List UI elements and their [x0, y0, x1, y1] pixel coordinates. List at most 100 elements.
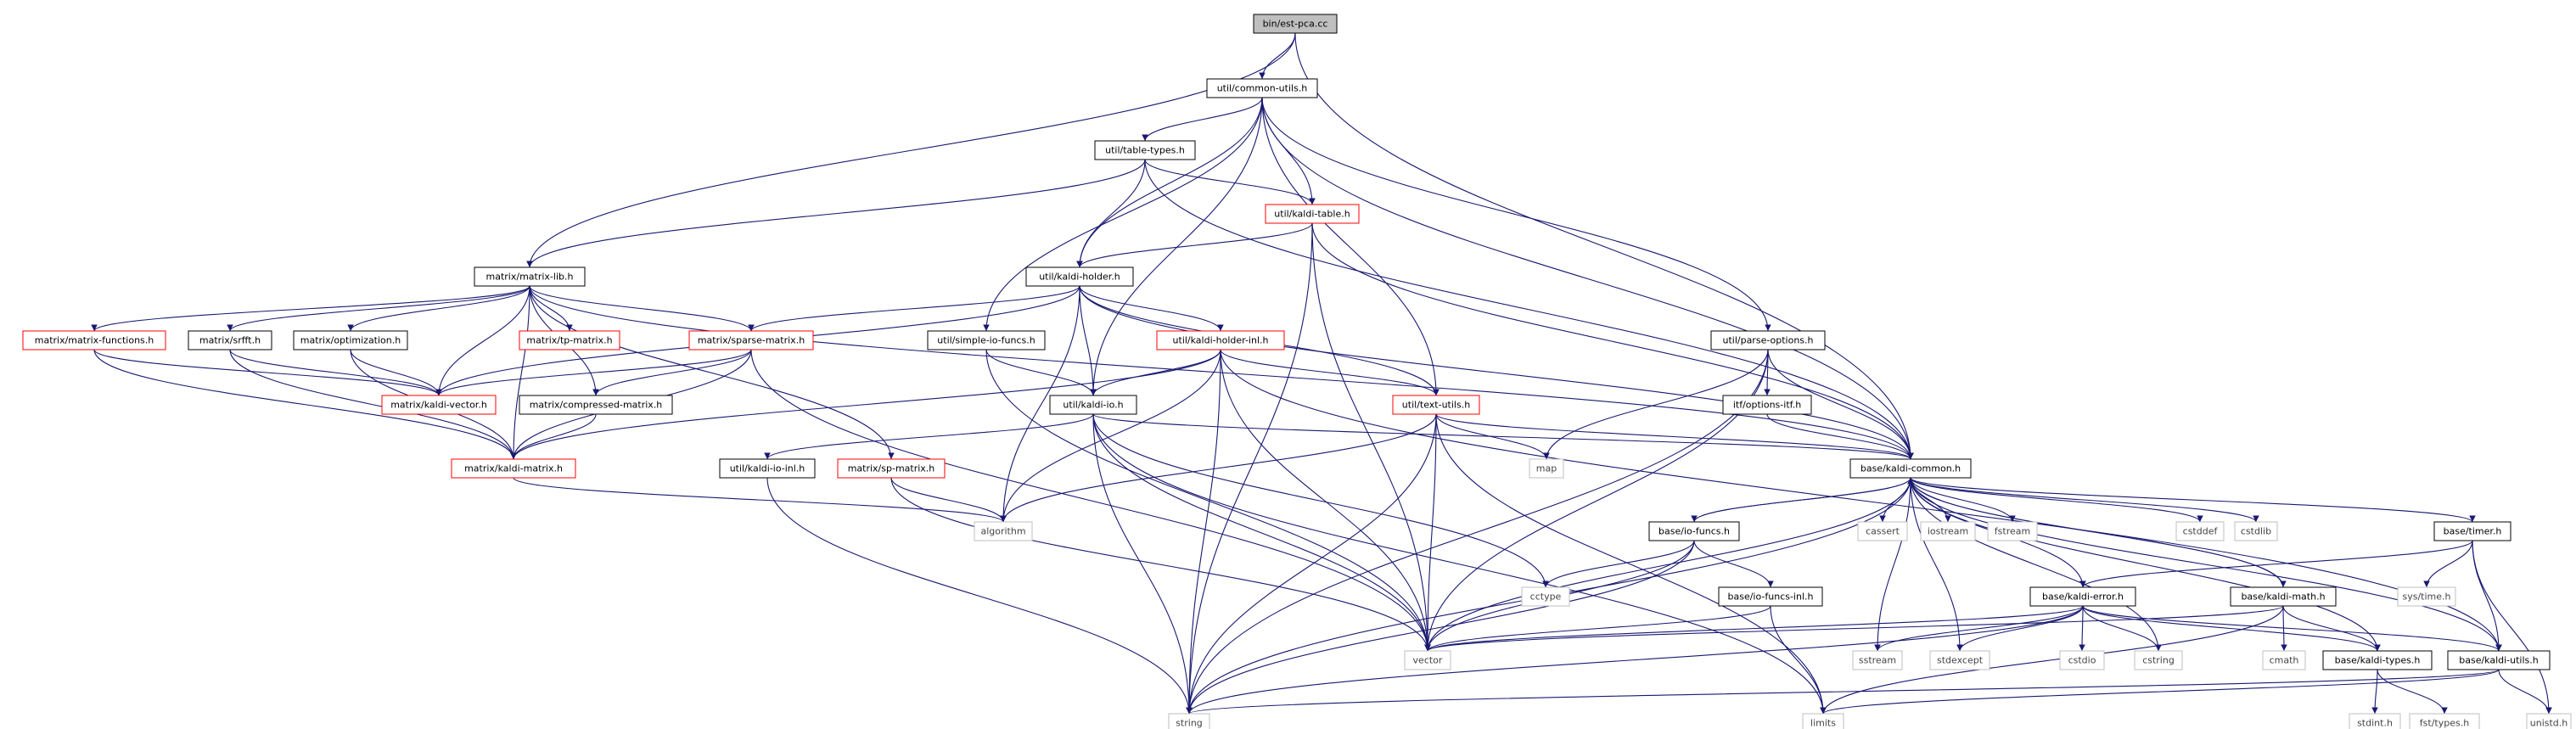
node-tp-matrix[interactable]: matrix/tp-matrix.h [519, 330, 620, 350]
edge-kaldi_holder-to-kaldi_io [1079, 285, 1097, 396]
node-options-itf[interactable]: itf/options-itf.h [1722, 395, 1812, 415]
node-kaldi-vector[interactable]: matrix/kaldi-vector.h [381, 395, 497, 415]
edge-kaldi_common-to-cstdlib [1910, 477, 2259, 523]
edge-layer [91, 32, 2552, 715]
node-box [927, 330, 1046, 350]
edge-io_funcs_inl-to-limits [1770, 605, 1827, 715]
node-label: matrix/tp-matrix.h [526, 335, 612, 346]
edge-common_utils-to-text_utils [1261, 97, 1440, 396]
node-box [519, 330, 620, 350]
node-box [2059, 650, 2105, 670]
edge-compressed-to-kaldi_matrix [510, 413, 597, 460]
node-label: matrix/kaldi-vector.h [390, 400, 487, 411]
node-box [188, 330, 272, 350]
node-label: sstream [1859, 655, 1896, 666]
node-parse-options[interactable]: util/parse-options.h [1710, 330, 1826, 350]
edge-holder_inl-to-kaldi_matrix [510, 349, 1221, 460]
node-unistd: unistd.h [2526, 713, 2572, 729]
node-box [474, 266, 586, 287]
node-io-inl[interactable]: util/kaldi-io-inl.h [719, 458, 816, 479]
edge-optimization-to-kaldi_vector [350, 349, 442, 396]
edge-io_funcs-to-io_funcs_inl [1693, 540, 1774, 588]
node-box [1722, 395, 1812, 415]
node-label: limits [1810, 718, 1836, 729]
edge-kaldi_common-to-cstddef [1910, 477, 2203, 523]
edge-kaldi_math-to-limits [1820, 605, 2284, 715]
node-label: iostream [1928, 526, 1968, 537]
edge-timer-to-kaldi_error [2079, 540, 2473, 588]
edge-kaldi_math-to-kaldi_types [2282, 605, 2381, 652]
node-label: bin/est-pca.cc [1263, 19, 1328, 30]
node-srfft[interactable]: matrix/srfft.h [188, 330, 272, 350]
node-label: matrix/sp-matrix.h [848, 463, 935, 474]
node-kaldi-utils[interactable]: base/kaldi-utils.h [2447, 650, 2551, 670]
node-root[interactable]: bin/est-pca.cc [1253, 14, 1338, 34]
node-kaldi-math[interactable]: base/kaldi-math.h [2230, 586, 2337, 607]
edge-table_types-to-kaldi_holder [1076, 159, 1146, 268]
edge-kaldi_math-to-kaldi_common [1907, 477, 2284, 588]
edge-kaldi_error-to-stdexcept [1956, 605, 2084, 652]
node-kaldi-error[interactable]: base/kaldi-error.h [2029, 586, 2136, 607]
edge-sp_matrix-to-vector [890, 477, 1431, 652]
edge-sparse_matrix-to-vector [750, 349, 1431, 652]
node-label: matrix/matrix-lib.h [486, 272, 574, 283]
node-table-types[interactable]: util/table-types.h [1094, 140, 1196, 160]
node-label: vector [1413, 655, 1443, 666]
edge-kaldi_math-to-cmath [2281, 605, 2287, 652]
node-compressed[interactable]: matrix/compressed-matrix.h [519, 395, 673, 415]
edge-timer-to-systime [2423, 540, 2473, 588]
node-sparse-matrix[interactable]: matrix/sparse-matrix.h [688, 330, 814, 350]
node-holder-inl[interactable]: util/kaldi-holder-inl.h [1156, 330, 1285, 350]
node-label: base/kaldi-types.h [2335, 655, 2421, 666]
node-box [1529, 458, 1564, 479]
edge-kaldi_holder-to-holder_inl [1079, 285, 1224, 332]
node-matrix-functions[interactable]: matrix/matrix-functions.h [22, 330, 166, 350]
edge-kaldi_common-to-fstream [1910, 477, 2016, 523]
node-matrix-lib[interactable]: matrix/matrix-lib.h [474, 266, 586, 287]
node-label: util/parse-options.h [1722, 335, 1813, 346]
node-map: map [1529, 458, 1564, 479]
edge-kaldi_table-to-string [1186, 222, 1313, 715]
edge-table_types-to-matrix_lib [526, 159, 1146, 268]
node-timer[interactable]: base/timer.h [2433, 521, 2511, 541]
node-kaldi-common[interactable]: base/kaldi-common.h [1849, 458, 1972, 479]
node-kaldi-holder[interactable]: util/kaldi-holder.h [1025, 266, 1134, 287]
edge-kaldi_holder-to-algorithm [1000, 285, 1080, 523]
node-simple-io[interactable]: util/simple-io-funcs.h [927, 330, 1046, 350]
node-box [1920, 521, 1976, 541]
node-cstdlib: cstdlib [2234, 521, 2278, 541]
node-kaldi-matrix[interactable]: matrix/kaldi-matrix.h [451, 458, 576, 479]
node-box [1718, 586, 1823, 607]
node-label: itf/options-itf.h [1733, 400, 1801, 411]
edge-holder_inl-to-algorithm [1000, 349, 1221, 523]
edge-kaldi_io-to-vector [1092, 413, 1431, 652]
node-box [1253, 14, 1338, 34]
edge-root-to-matrix_lib [526, 32, 1296, 268]
node-iostream: iostream [1920, 521, 1976, 541]
edge-srfft-to-kaldi_matrix [229, 349, 517, 460]
node-limits: limits [1802, 713, 1844, 729]
node-string: string [1168, 713, 1210, 729]
node-text-utils[interactable]: util/text-utils.h [1392, 395, 1480, 415]
node-kaldi-io[interactable]: util/kaldi-io.h [1049, 395, 1137, 415]
node-kaldi-types[interactable]: base/kaldi-types.h [2322, 650, 2433, 670]
node-label: matrix/srfft.h [199, 335, 261, 346]
node-optimization[interactable]: matrix/optimization.h [293, 330, 408, 350]
node-io-funcs-inl[interactable]: base/io-funcs-inl.h [1718, 586, 1823, 607]
node-box [1049, 395, 1137, 415]
edge-text_utils-to-limits [1435, 413, 1827, 715]
node-cmath: cmath [2262, 650, 2306, 670]
node-sp-matrix[interactable]: matrix/sp-matrix.h [837, 458, 946, 479]
node-box [2349, 713, 2401, 729]
node-box [293, 330, 408, 350]
edge-matrix_lib-to-sp_matrix [529, 285, 895, 460]
node-io-funcs[interactable]: base/io-funcs.h [1648, 521, 1740, 541]
node-label: cctype [1530, 592, 1562, 603]
node-cstddef: cstddef [2175, 521, 2225, 541]
node-box [974, 521, 1033, 541]
edge-kaldi_utils-to-limits [1820, 669, 2500, 715]
node-stdexcept: stdexcept [1929, 650, 1990, 670]
node-common-utils[interactable]: util/common-utils.h [1206, 78, 1318, 98]
node-kaldi-table[interactable]: util/kaldi-table.h [1265, 204, 1360, 224]
